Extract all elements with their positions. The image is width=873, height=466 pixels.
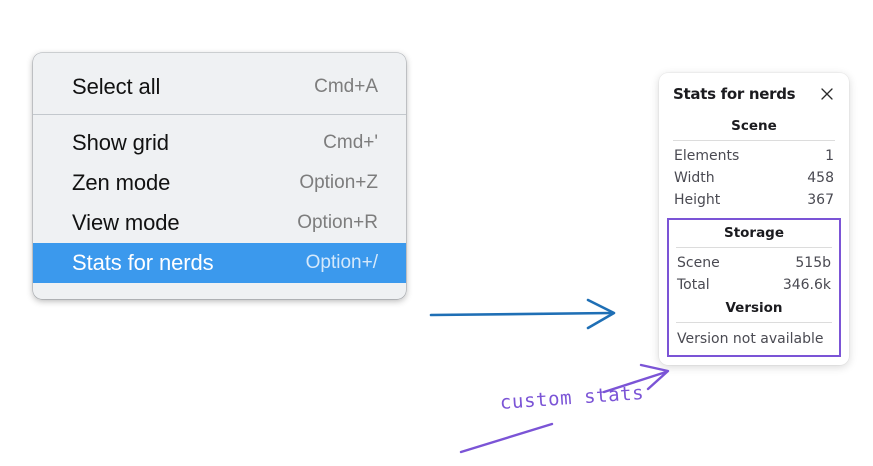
stat-value: 515b xyxy=(795,255,831,271)
stat-key: Height xyxy=(674,192,721,208)
stat-value: 346.6k xyxy=(782,277,831,293)
stats-section-version: Version Version not available xyxy=(674,297,834,349)
version-value: Version not available xyxy=(677,331,824,347)
stat-key: Scene xyxy=(677,255,720,271)
menu-group-1: Select all Cmd+A xyxy=(33,59,406,107)
menu-item-zen-mode[interactable]: Zen mode Option+Z xyxy=(33,163,406,203)
stats-panel-title: Stats for nerds xyxy=(673,85,796,103)
section-heading: Storage xyxy=(723,225,785,241)
stat-value: 1 xyxy=(825,148,834,164)
menu-item-shortcut: Option+R xyxy=(297,212,378,233)
menu-bottom-padding xyxy=(33,283,406,293)
section-heading: Scene xyxy=(731,118,777,134)
menu-item-select-all[interactable]: Select all Cmd+A xyxy=(33,67,406,107)
menu-item-shortcut: Cmd+' xyxy=(323,132,378,153)
stats-panel-header: Stats for nerds xyxy=(671,85,837,103)
section-divider xyxy=(676,322,832,323)
table-row: Elements 1 xyxy=(671,146,837,168)
menu-top-padding xyxy=(33,59,406,67)
section-heading: Version xyxy=(725,300,783,316)
menu-group-2: Show grid Cmd+' Zen mode Option+Z View m… xyxy=(33,123,406,293)
menu-item-label: Show grid xyxy=(72,130,169,155)
stat-value: 367 xyxy=(807,192,834,208)
menu-item-stats-for-nerds[interactable]: Stats for nerds Option+/ xyxy=(33,243,406,283)
close-icon[interactable] xyxy=(819,86,835,102)
handwritten-annotation: custom stats xyxy=(499,381,645,414)
section-divider xyxy=(673,140,835,141)
menu-separator xyxy=(33,114,406,115)
menu-item-label: Stats for nerds xyxy=(72,250,214,275)
context-menu: Select all Cmd+A Show grid Cmd+' Zen mod… xyxy=(33,53,406,299)
stat-value: 458 xyxy=(807,170,834,186)
menu-item-show-grid[interactable]: Show grid Cmd+' xyxy=(33,123,406,163)
table-row: Height 367 xyxy=(671,190,837,212)
underline-stroke-icon xyxy=(459,422,554,454)
custom-stats-highlight-box: Storage Scene 515b Total 346.6k Version … xyxy=(667,218,841,357)
stat-key: Total xyxy=(677,277,710,293)
menu-item-label: Select all xyxy=(72,74,161,99)
table-row: Width 458 xyxy=(671,168,837,190)
stats-for-nerds-panel: Stats for nerds Scene Elements 1 Width 4… xyxy=(659,73,849,365)
menu-item-shortcut: Cmd+A xyxy=(314,76,378,97)
table-row: Scene 515b xyxy=(674,253,834,275)
stats-section-storage: Storage Scene 515b Total 346.6k xyxy=(674,222,834,297)
flow-arrow-icon xyxy=(429,298,616,330)
menu-item-label: View mode xyxy=(72,210,180,235)
menu-item-label: Zen mode xyxy=(72,170,171,195)
menu-item-shortcut: Option+/ xyxy=(305,252,378,273)
menu-item-view-mode[interactable]: View mode Option+R xyxy=(33,203,406,243)
callout-arrow-icon xyxy=(602,363,670,394)
stats-section-scene: Scene Elements 1 Width 458 Height 367 xyxy=(671,115,837,212)
stat-key: Elements xyxy=(674,148,740,164)
section-divider xyxy=(676,247,832,248)
stat-key: Width xyxy=(674,170,715,186)
menu-item-shortcut: Option+Z xyxy=(299,172,378,193)
table-row: Total 346.6k xyxy=(674,275,834,297)
